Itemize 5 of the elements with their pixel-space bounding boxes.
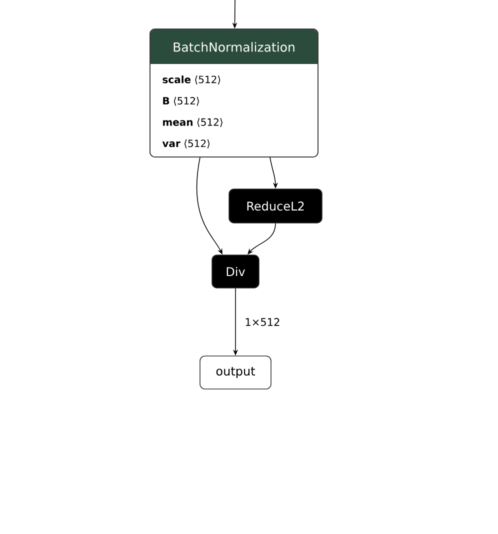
output-box: output bbox=[200, 356, 272, 390]
edge-label: 1×512 bbox=[244, 317, 282, 327]
operator-box: BatchNormalization scale ⟨512⟩ B ⟨512⟩ mean ⟨512⟩ var ⟨512⟩ bbox=[150, 28, 318, 158]
operator-box: Div bbox=[212, 254, 260, 288]
operator-box: ReduceL2 bbox=[228, 188, 322, 224]
